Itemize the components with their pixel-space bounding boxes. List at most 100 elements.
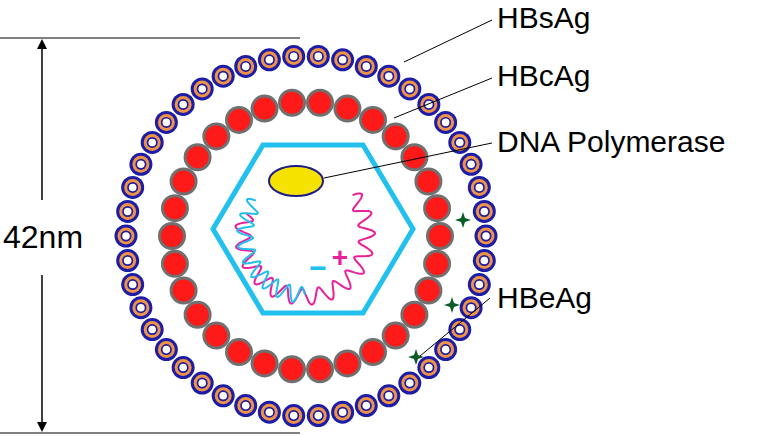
bead xyxy=(307,45,330,68)
hbeag-stars xyxy=(408,212,471,365)
bead xyxy=(314,412,322,420)
enzyme-label: DNA Polymerase xyxy=(497,127,725,157)
bead xyxy=(147,137,158,148)
bead xyxy=(194,375,211,392)
bead xyxy=(460,153,483,176)
bead xyxy=(116,200,139,223)
bead xyxy=(116,249,139,272)
bead xyxy=(361,340,386,365)
bead xyxy=(242,63,250,71)
bead xyxy=(331,401,354,424)
bead xyxy=(204,323,229,348)
bead xyxy=(288,410,299,421)
bead xyxy=(121,176,144,199)
bead xyxy=(119,203,136,220)
bead xyxy=(137,304,145,312)
bead xyxy=(473,249,496,272)
bead xyxy=(132,156,149,173)
bead xyxy=(406,379,414,387)
bead xyxy=(476,184,484,192)
bead xyxy=(162,251,187,276)
bead xyxy=(402,302,427,327)
bead xyxy=(124,208,132,216)
dna-polymerase xyxy=(269,166,323,196)
bead xyxy=(279,90,304,115)
bead xyxy=(115,225,138,248)
bead xyxy=(266,408,274,416)
bead xyxy=(144,321,161,338)
bead xyxy=(423,99,434,110)
bead xyxy=(122,255,133,266)
bead xyxy=(124,257,132,265)
bead xyxy=(362,63,370,71)
bead xyxy=(279,357,304,382)
bead xyxy=(175,96,192,113)
bead xyxy=(212,384,235,407)
bead xyxy=(161,344,172,355)
bead xyxy=(218,71,229,82)
bead xyxy=(474,182,485,193)
hbeag-star xyxy=(408,349,424,365)
bead xyxy=(383,323,408,348)
bead xyxy=(476,281,484,289)
bead xyxy=(160,224,185,249)
bead xyxy=(158,341,175,358)
bead xyxy=(179,364,187,372)
bead xyxy=(361,61,372,72)
bead xyxy=(129,153,152,176)
bead xyxy=(252,351,277,376)
hbeag-star xyxy=(444,297,460,313)
dimension-label: 42nm xyxy=(2,219,84,255)
hbcag-capsid xyxy=(160,90,453,382)
bead xyxy=(404,83,415,94)
bead xyxy=(416,278,441,303)
minus-strand xyxy=(237,199,305,302)
bead xyxy=(355,394,378,417)
bead xyxy=(442,119,450,127)
bead xyxy=(473,200,496,223)
bead xyxy=(481,231,492,242)
bead xyxy=(258,401,281,424)
bead xyxy=(237,58,254,75)
bead xyxy=(481,208,489,216)
bead xyxy=(481,257,489,265)
bead xyxy=(361,400,372,411)
bead xyxy=(121,273,144,296)
bead xyxy=(135,302,146,313)
bead xyxy=(383,71,394,82)
bead xyxy=(264,54,275,65)
bead xyxy=(148,139,156,147)
bead xyxy=(163,119,171,127)
antigen-label: HBeAg xyxy=(497,283,592,313)
bead xyxy=(420,359,437,376)
bead xyxy=(401,375,418,392)
bead xyxy=(191,372,214,395)
bead xyxy=(234,55,257,78)
bead xyxy=(404,378,415,389)
bead xyxy=(266,56,274,64)
bead xyxy=(467,304,475,312)
bead xyxy=(129,296,152,319)
bead xyxy=(385,72,393,80)
bead xyxy=(308,90,333,115)
bead xyxy=(380,387,397,404)
bead xyxy=(122,206,133,217)
bead xyxy=(468,273,491,296)
bead xyxy=(482,232,490,240)
bead xyxy=(385,392,393,400)
plus-strand xyxy=(236,193,376,304)
bead xyxy=(127,182,138,193)
bead xyxy=(437,114,454,131)
bead xyxy=(383,390,394,401)
bead xyxy=(155,338,178,361)
bead xyxy=(252,96,277,121)
bead xyxy=(258,48,281,71)
bead xyxy=(425,196,450,221)
bead xyxy=(401,80,418,97)
bead xyxy=(380,68,397,85)
bead xyxy=(219,72,227,80)
bead xyxy=(468,176,491,199)
bead xyxy=(377,384,400,407)
bead xyxy=(121,231,132,242)
